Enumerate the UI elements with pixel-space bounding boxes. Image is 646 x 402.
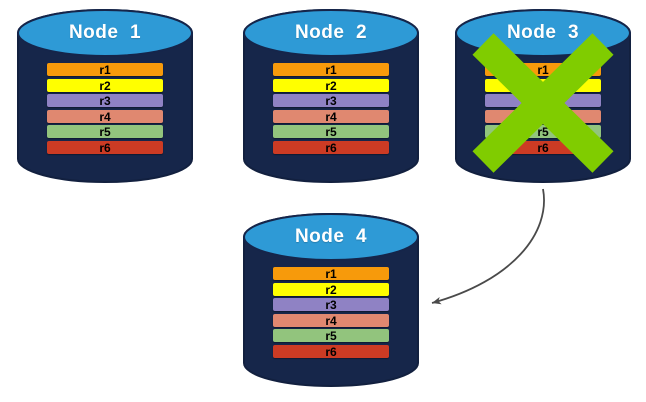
row-bar[interactable]: r6 [273,344,389,359]
row-bar[interactable]: r5 [273,329,389,342]
cylinder-top [17,9,193,57]
row-label: r1 [325,267,337,281]
cylinder-top [243,9,419,57]
row-label: r2 [325,78,337,93]
row-bar[interactable]: r2 [273,78,389,93]
row-bar[interactable]: r5 [47,125,163,138]
row-label: r3 [325,94,337,108]
row-bar[interactable]: r5 [273,125,389,138]
row-label: r1 [325,63,337,77]
row-bar[interactable]: r3 [47,94,163,107]
row-label: r6 [99,140,111,155]
row-label: r4 [325,109,337,124]
row-label: r5 [325,125,337,139]
row-bar[interactable]: r6 [273,140,389,155]
node-cylinder-3[interactable]: Node 3r1r2r3r4r5r6 [455,8,631,186]
row-label: r5 [325,329,337,343]
row-bar[interactable]: r2 [273,282,389,297]
replication-arrow-path [431,188,545,305]
cylinder-top [243,213,419,261]
row-bar[interactable]: r4 [273,313,389,328]
row-bar[interactable]: r1 [273,63,389,76]
x-mark-icon [472,33,614,173]
row-bar[interactable]: r2 [47,78,163,93]
row-label: r2 [99,78,111,93]
row-label: r5 [99,125,111,139]
row-bar[interactable]: r6 [47,140,163,155]
row-label: r4 [325,313,337,328]
row-label: r2 [325,282,337,297]
row-label: r6 [325,140,337,155]
row-bar[interactable]: r1 [47,63,163,76]
row-label: r3 [325,298,337,312]
row-label: r3 [99,94,111,108]
row-bar[interactable]: r3 [273,298,389,311]
row-label: r1 [99,63,111,77]
row-bar[interactable]: r1 [273,267,389,280]
row-bar[interactable]: r4 [273,109,389,124]
row-label: r4 [99,109,111,124]
row-bar[interactable]: r3 [273,94,389,107]
row-label: r6 [325,344,337,359]
row-bar[interactable]: r4 [47,109,163,124]
